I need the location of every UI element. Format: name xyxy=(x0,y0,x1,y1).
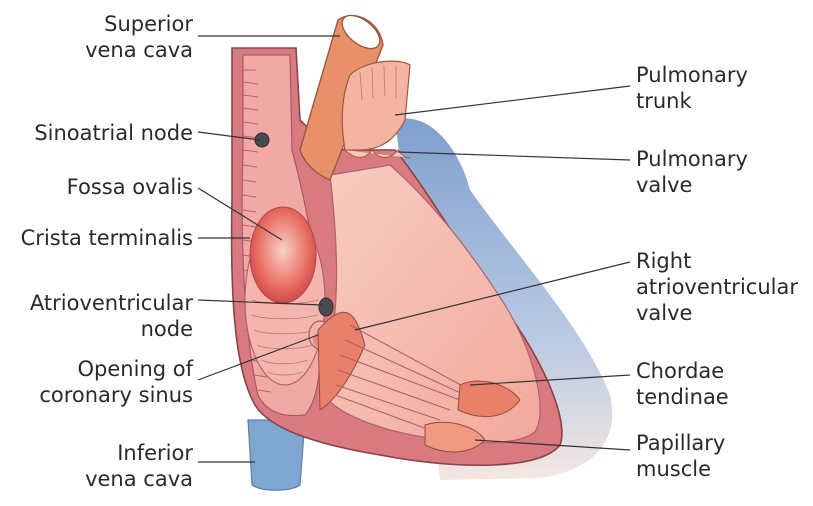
label-crista-terminalis: Crista terminalis xyxy=(21,225,193,251)
label-right-atrioventricular-valve: Right atrioventricular valve xyxy=(636,248,798,326)
label-atrioventricular-node: Atrioventricular node xyxy=(30,290,193,342)
label-line: valve xyxy=(636,172,748,198)
label-line: Pulmonary xyxy=(636,146,748,172)
label-pulmonary-trunk: Pulmonary trunk xyxy=(636,62,748,114)
label-line: muscle xyxy=(636,456,725,482)
label-pulmonary-valve: Pulmonary valve xyxy=(636,146,748,198)
label-line: coronary sinus xyxy=(39,382,193,408)
label-papillary-muscle: Papillary muscle xyxy=(636,430,725,482)
atrioventricular-node-dot xyxy=(319,298,333,316)
label-inferior-vena-cava: Inferior vena cava xyxy=(85,440,193,492)
label-line: Papillary xyxy=(636,430,725,456)
label-line: trunk xyxy=(636,88,748,114)
label-line: valve xyxy=(636,300,798,326)
label-sinoatrial-node: Sinoatrial node xyxy=(34,120,193,146)
label-line: Crista terminalis xyxy=(21,225,193,251)
label-line: Right xyxy=(636,248,798,274)
label-superior-vena-cava: Superior vena cava xyxy=(85,11,193,63)
label-line: Sinoatrial node xyxy=(34,120,193,146)
label-line: tendinae xyxy=(636,384,729,410)
label-line: Opening of xyxy=(39,356,193,382)
label-line: Atrioventricular xyxy=(30,290,193,316)
label-opening-of-coronary-sinus: Opening of coronary sinus xyxy=(39,356,193,408)
label-line: Superior xyxy=(85,11,193,37)
fossa-ovalis-shape xyxy=(250,207,316,303)
label-line: Fossa ovalis xyxy=(67,174,193,200)
label-chordae-tendinae: Chordae tendinae xyxy=(636,358,729,410)
label-fossa-ovalis: Fossa ovalis xyxy=(67,174,193,200)
label-line: vena cava xyxy=(85,37,193,63)
label-line: Inferior xyxy=(85,440,193,466)
label-line: atrioventricular xyxy=(636,274,798,300)
label-line: Pulmonary xyxy=(636,62,748,88)
label-line: node xyxy=(30,316,193,342)
label-line: Chordae xyxy=(636,358,729,384)
label-line: vena cava xyxy=(85,466,193,492)
